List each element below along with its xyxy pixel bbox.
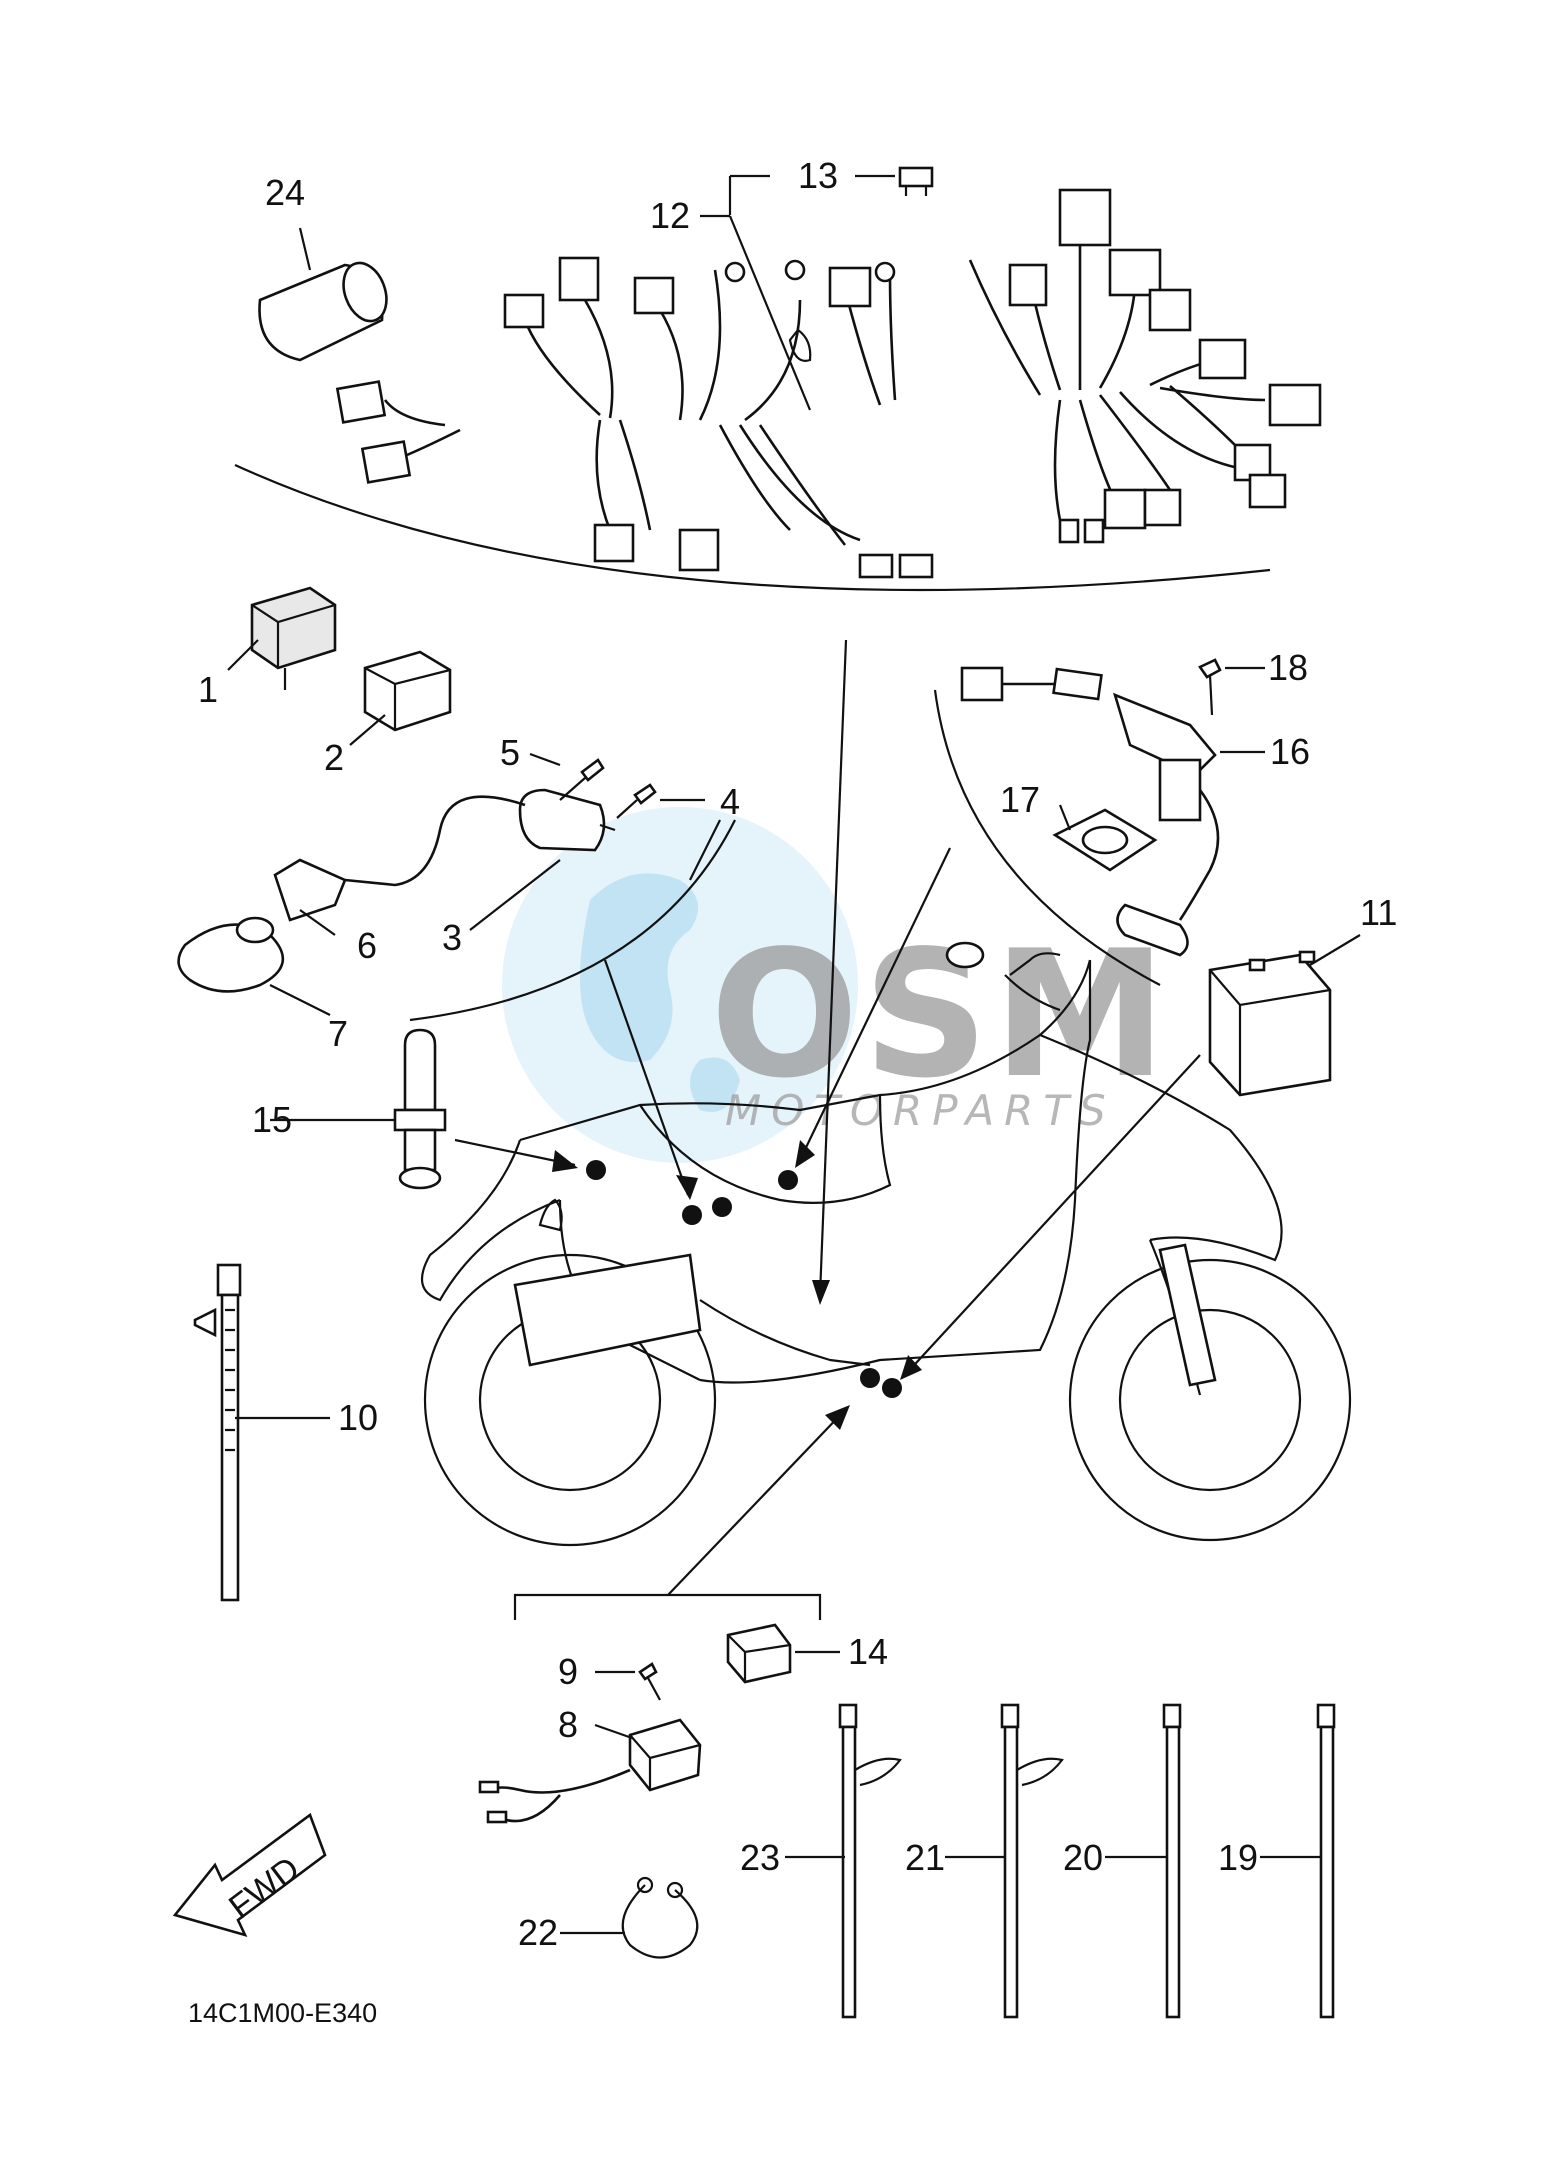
mount-location-dots — [586, 1160, 902, 1398]
callout-24: 24 — [265, 172, 305, 213]
part-7-rubber-cap — [177, 916, 285, 993]
fuel-sender-divider-arc — [933, 689, 1161, 986]
part-1-relay — [250, 586, 337, 690]
part-11-battery — [1208, 950, 1332, 1097]
watermark-continents — [580, 873, 740, 1112]
part-15-sensor — [393, 1028, 447, 1190]
part-20-cable-tie — [1162, 1703, 1182, 2019]
callout-3: 3 — [442, 917, 462, 958]
part-16-fuel-sender — [960, 666, 1220, 957]
part-12-wire-harness — [335, 188, 1322, 579]
callout-17: 17 — [1000, 779, 1040, 820]
part-14-relay — [726, 1623, 792, 1684]
callout-20: 20 — [1063, 1837, 1103, 1878]
callout-13: 13 — [798, 155, 838, 196]
ignition-divider-arc — [409, 819, 736, 1022]
callout-6: 6 — [357, 925, 377, 966]
part-8-cdi-unit — [478, 1718, 702, 1824]
callout-1: 1 — [198, 669, 218, 710]
part-4-screw — [616, 783, 657, 819]
callout-19: 19 — [1218, 1837, 1258, 1878]
callout-23: 23 — [740, 1837, 780, 1878]
callout-numbers: 24 13 12 1 2 5 4 3 6 7 15 10 11 18 16 17… — [198, 155, 1397, 1953]
part-23-cable-tie — [838, 1703, 902, 2019]
callout-5: 5 — [500, 732, 520, 773]
callout-10: 10 — [338, 1397, 378, 1438]
part-5-screw — [559, 758, 605, 801]
part-2-coupler-cover — [363, 650, 452, 732]
part-3-ignition-coil — [344, 788, 616, 887]
part-9-screw — [638, 1662, 661, 1701]
callout-21: 21 — [905, 1837, 945, 1878]
callout-leaders — [227, 174, 1361, 1935]
callout-16: 16 — [1270, 731, 1310, 772]
callout-9: 9 — [558, 1651, 578, 1692]
callout-15: 15 — [252, 1099, 292, 1140]
leader-arrows — [454, 639, 1201, 1596]
callout-2: 2 — [324, 737, 344, 778]
fwd-arrow: FWD — [172, 1812, 327, 1938]
part-10-cable-tie — [193, 1263, 242, 1602]
callout-8: 8 — [558, 1704, 578, 1745]
callout-7: 7 — [328, 1013, 348, 1054]
callout-12: 12 — [650, 195, 690, 236]
callout-4: 4 — [720, 781, 740, 822]
part-19-cable-tie — [1316, 1703, 1336, 2019]
callout-14: 14 — [848, 1631, 888, 1672]
part-22-clamp — [621, 1876, 699, 1959]
callout-18: 18 — [1268, 647, 1308, 688]
part-21-cable-tie — [1000, 1703, 1064, 2019]
callout-22: 22 — [518, 1912, 558, 1953]
diagram-code: 14C1M00-E340 — [188, 1998, 377, 2028]
watermark-subtitle: MOTORPARTS — [725, 1086, 1116, 1135]
part-13-fuse — [898, 166, 934, 196]
part-6-plug-cap — [273, 858, 347, 922]
cdi-group-bracket — [513, 1593, 822, 1620]
part-17-gasket — [1052, 808, 1158, 872]
watermark-globe — [502, 807, 858, 1163]
part-18-bolt — [1198, 658, 1222, 716]
harness-divider-arc — [234, 463, 1271, 592]
section-dividers — [234, 463, 1271, 1620]
callout-11: 11 — [1360, 892, 1397, 933]
part-24-cover — [258, 261, 388, 362]
scooter-outline — [420, 941, 1352, 1547]
